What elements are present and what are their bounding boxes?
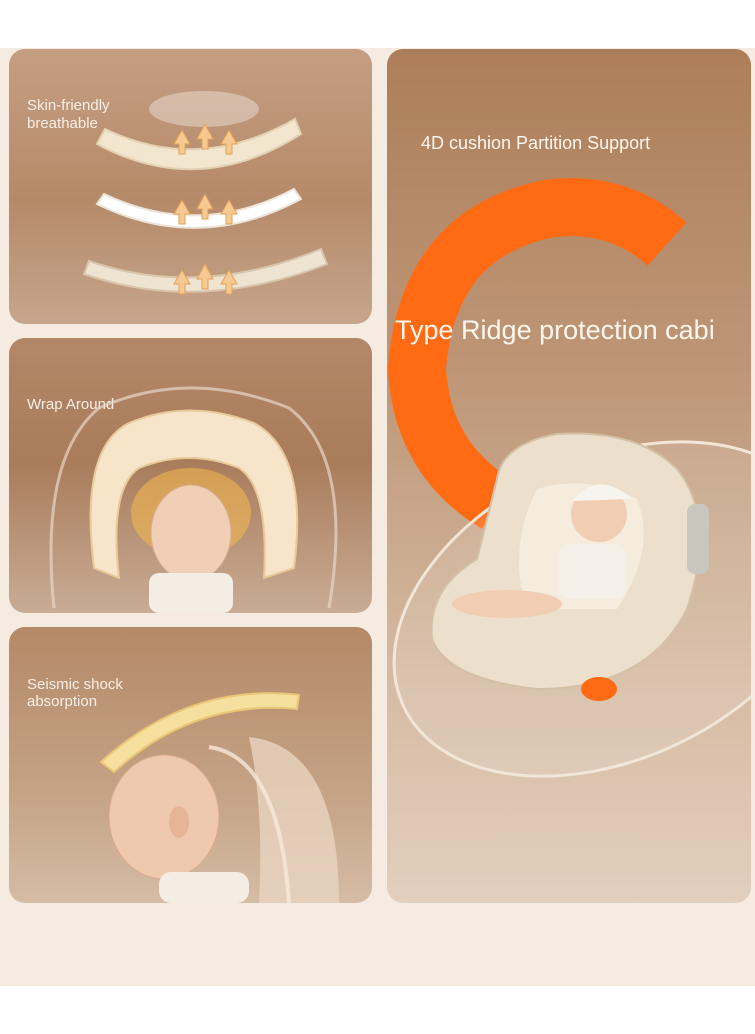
ridge-headline: Type Ridge protection cabi	[395, 315, 715, 345]
shock-label-line2: absorption	[27, 693, 98, 710]
breathable-label-line1: Skin-friendly	[27, 97, 110, 114]
product-canvas: Skin-friendly breathable	[0, 48, 755, 986]
headrest-wrap-illustration	[49, 386, 338, 613]
shock-absorption-panel: Seismic shock absorption	[9, 627, 372, 903]
wrap-around-panel: Wrap Around	[9, 338, 372, 613]
cushion-layer-icon	[95, 117, 303, 171]
wrap-around-label: Wrap Around	[27, 396, 115, 413]
protection-cabin-panel: 4D cushion Partition Support Type Ridge …	[387, 49, 751, 903]
c-shape-ridge-icon	[387, 178, 687, 529]
cushion-layers-illustration	[82, 91, 329, 295]
breath-arrow-icon	[173, 122, 238, 295]
cabin-illustration	[387, 178, 751, 778]
breathable-label-line2: breathable	[27, 115, 98, 132]
cushion-title: 4D cushion Partition Support	[421, 133, 651, 153]
shock-label-line1: Seismic shock	[27, 676, 123, 693]
breathable-panel: Skin-friendly breathable	[9, 49, 372, 324]
shock-illustration	[99, 692, 339, 903]
